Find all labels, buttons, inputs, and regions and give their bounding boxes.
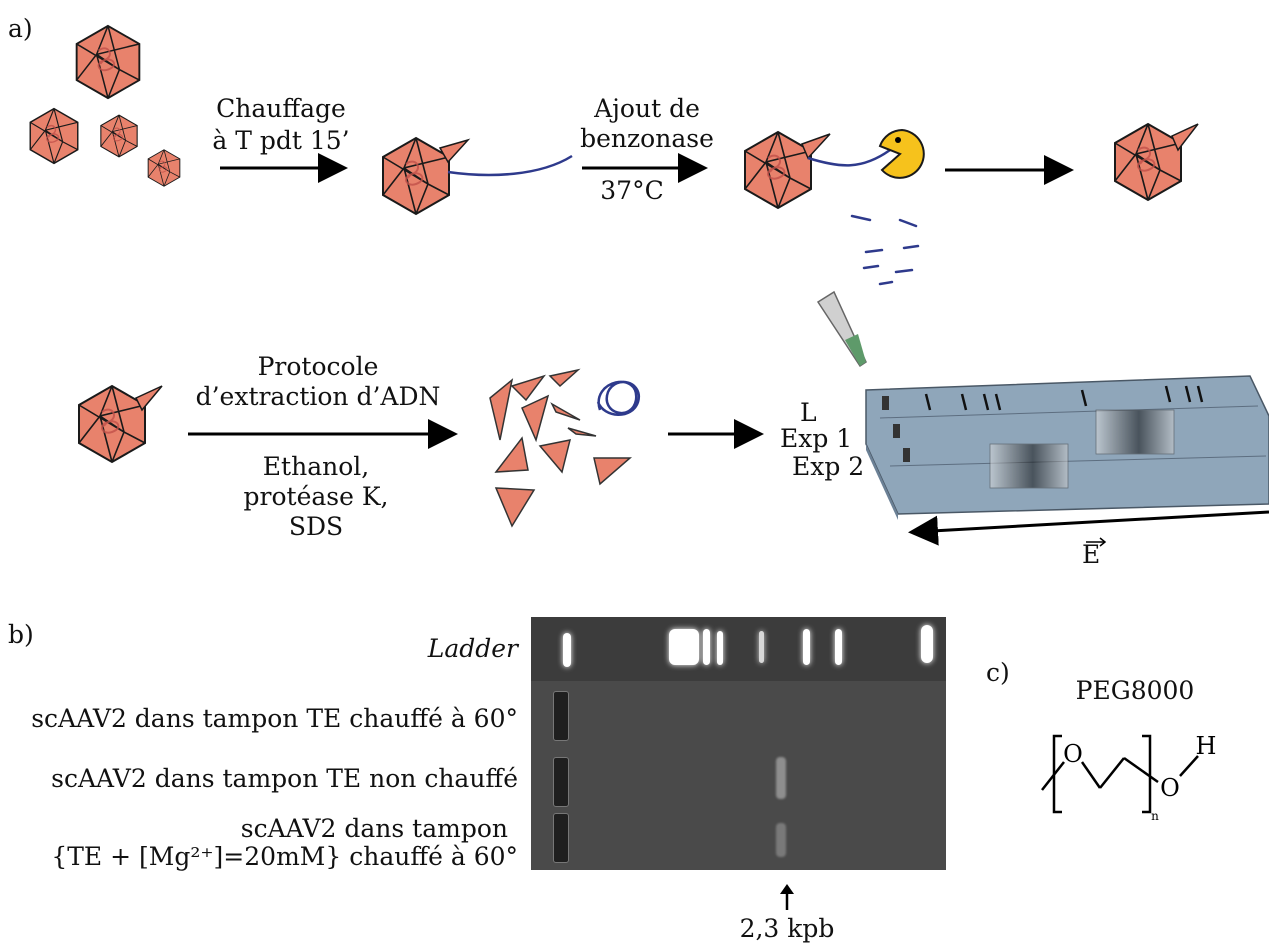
panel-b-label: b) — [8, 620, 34, 649]
ladder-lane — [531, 617, 946, 681]
capsid-icon — [75, 24, 141, 100]
dna-strand — [447, 154, 573, 177]
benzonase-label-1: Ajout de — [594, 94, 700, 123]
capsid-fragments — [489, 368, 633, 528]
peg-name: PEG8000 — [1075, 676, 1195, 705]
dna-fragments — [850, 214, 920, 286]
benzonase-label-2: benzonase — [580, 124, 714, 153]
lane-1-label: scAAV2 dans tampon TE chauffé à 60° — [31, 704, 518, 733]
lane-3-label-2: {TE + [Mg²⁺]=20mM} chauffé à 60° — [51, 842, 518, 871]
capsid-icon — [382, 137, 450, 215]
gel-box — [865, 375, 1269, 520]
capsid-icon — [147, 149, 181, 187]
atom-h: H — [1196, 732, 1217, 760]
lane-exp1-label: Exp 1 — [780, 424, 853, 453]
pipette-icon — [816, 290, 867, 368]
lane-l-label: L — [800, 398, 817, 427]
dna-coil — [596, 380, 641, 416]
reagents-label-3: SDS — [288, 512, 344, 541]
gel-image — [531, 617, 946, 870]
ladder-label: Ladder — [427, 634, 518, 663]
panel-c-label: c) — [986, 658, 1010, 687]
lane-3-label-1: scAAV2 dans tampon — [240, 814, 508, 843]
reagents-label-1: Ethanol, — [262, 452, 370, 481]
extraction-label-2: d’extraction d’ADN — [195, 382, 441, 411]
electric-field-label: E — [1082, 540, 1101, 569]
atom-o2: O — [1160, 774, 1180, 802]
panel-a-label: a) — [8, 14, 33, 43]
capsid-icon — [78, 385, 146, 463]
capsid-icon — [29, 107, 79, 165]
repeat-subscript: n — [1151, 809, 1159, 823]
reagents-label-2: protéase K, — [243, 482, 389, 511]
benzonase-pacman-icon — [878, 128, 925, 179]
capsid-icon — [100, 114, 138, 158]
heating-label-2: à T pdt 15’ — [212, 126, 350, 155]
atom-o1: O — [1063, 740, 1083, 768]
lane-2-label: scAAV2 dans tampon TE non chauffé — [51, 764, 518, 793]
peg-structure: O O H n — [1041, 732, 1217, 823]
heating-label-1: Chauffage — [216, 94, 346, 123]
extraction-label-1: Protocole — [257, 352, 379, 381]
workflow-diagram — [29, 24, 1269, 547]
lane-exp2-label: Exp 2 — [792, 452, 865, 481]
marker-label: 2,3 kpb — [739, 914, 835, 943]
capsid-icon — [1114, 123, 1182, 201]
capsid-icon — [744, 131, 812, 209]
temperature-label: 37°C — [600, 176, 664, 205]
field-arrow — [908, 510, 1269, 546]
